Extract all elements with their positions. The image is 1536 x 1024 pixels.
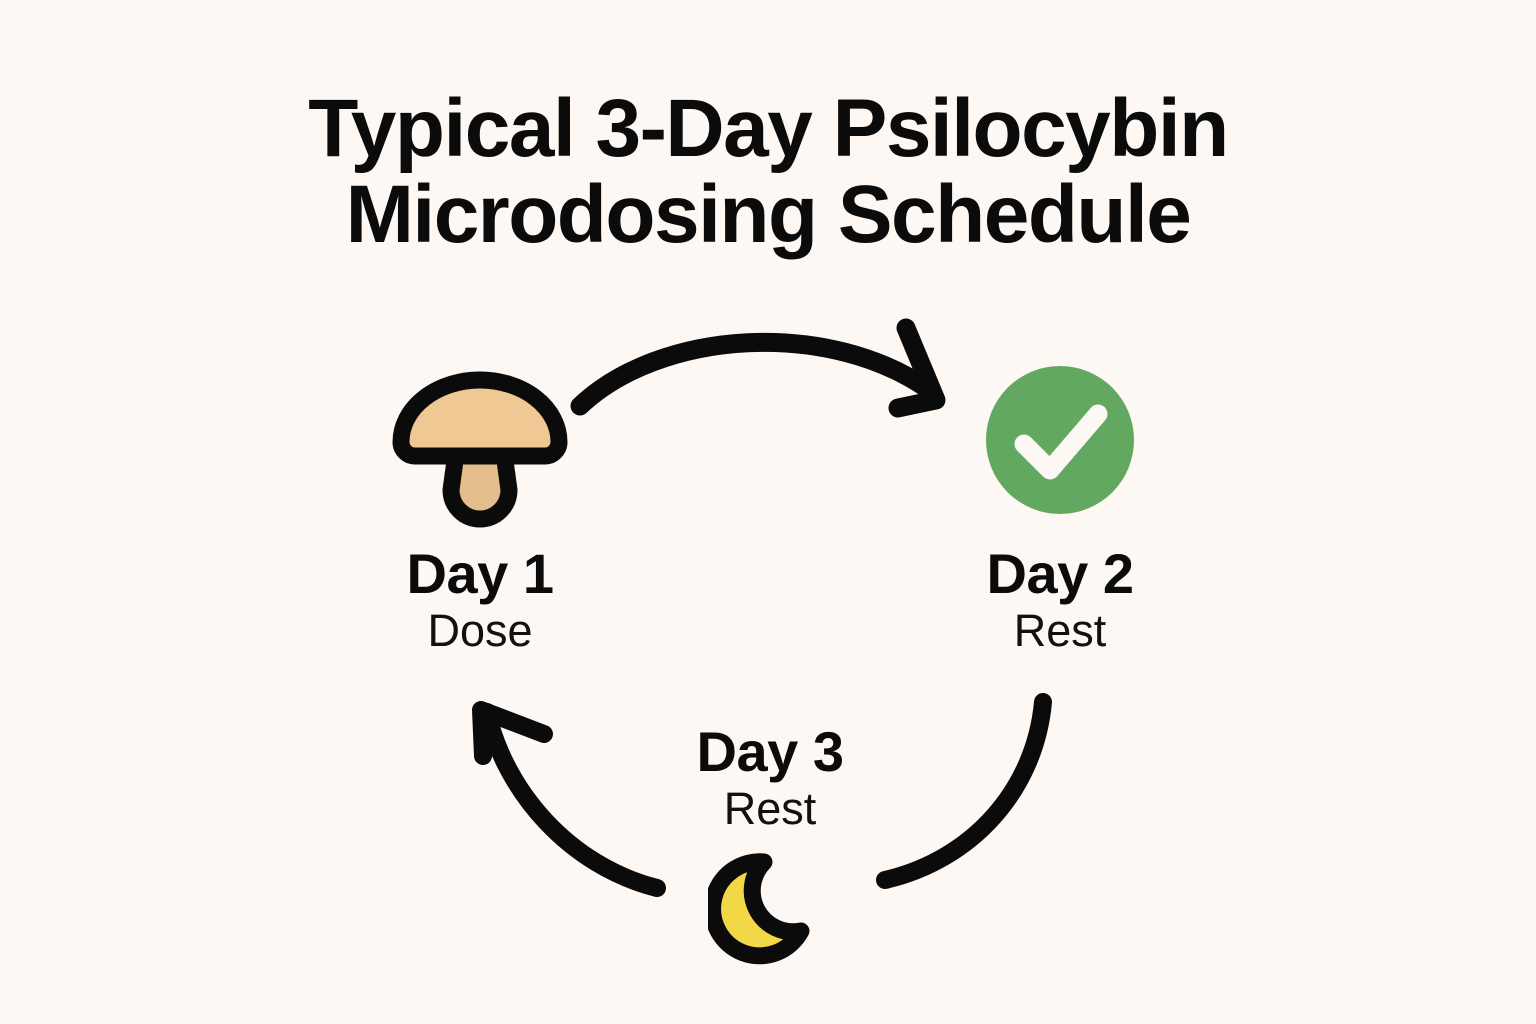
node-day-3[interactable]: Day 3 Rest [620,720,920,967]
day-2-subtitle: Rest [1013,605,1107,657]
day-2-labels: Day 2 Rest [986,542,1134,657]
day-1-subtitle: Dose [427,605,533,657]
day-3-subtitle: Rest [723,783,817,835]
crescent-moon-icon [704,843,832,967]
day-3-title: Day 3 [696,720,844,783]
node-day-1[interactable]: Day 1 Dose [330,358,630,657]
check-circle-icon [984,358,1136,530]
day-3-labels: Day 3 Rest [696,720,844,835]
node-day-2[interactable]: Day 2 Rest [910,358,1210,657]
day-1-title: Day 1 [406,542,554,605]
mushroom-icon [385,358,575,530]
day-2-title: Day 2 [986,542,1134,605]
title-line-2: Microdosing Schedule [345,169,1192,261]
page-title: Typical 3-Day Psilocybin Microdosing Sch… [0,83,1536,261]
title-line-1: Typical 3-Day Psilocybin [308,83,1229,174]
day-1-labels: Day 1 Dose [406,542,554,657]
arrow-day1-to-day2 [570,318,946,418]
